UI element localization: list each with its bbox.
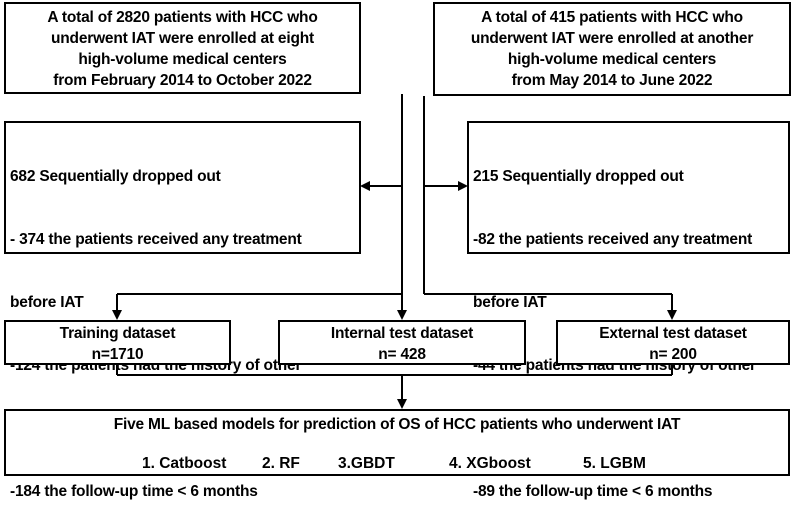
model-catboost: 1. Catboost (142, 455, 227, 472)
exclusion-right-line-1: 215 Sequentially dropped out (473, 168, 684, 185)
enrollment-left-line-2: underwent IAT were enrolled at eight (51, 30, 314, 47)
enrollment-box-left: A total of 2820 patients with HCC who un… (4, 2, 361, 94)
exclusion-left-line-1: 682 Sequentially dropped out (10, 168, 221, 185)
exclusion-left-line-6: -184 the follow-up time < 6 months (10, 483, 258, 500)
training-dataset-count: n=1710 (91, 346, 144, 363)
model-lgbm: 5. LGBM (583, 455, 646, 472)
external-test-dataset-box: External test dataset n= 200 (556, 320, 790, 365)
enrollment-right-line-2: underwent IAT were enrolled at another (470, 30, 754, 47)
enrollment-box-right: A total of 415 patients with HCC who und… (433, 2, 791, 96)
model-gbdt: 3.GBDT (338, 455, 395, 472)
enrollment-left-line-3: high-volume medical centers (78, 51, 287, 68)
enrollment-right-line-1: A total of 415 patients with HCC who (481, 9, 743, 26)
external-test-dataset-title: External test dataset (599, 325, 747, 342)
exclusion-right-line-3: before IAT (473, 294, 547, 311)
internal-test-dataset-count: n= 428 (378, 346, 426, 363)
exclusion-right-line-6: -89 the follow-up time < 6 months (473, 483, 713, 500)
enrollment-right-line-4: from May 2014 to June 2022 (511, 72, 713, 89)
enrollment-right-line-3: high-volume medical centers (507, 51, 717, 68)
exclusion-right-line-2: -82 the patients received any treatment (473, 231, 753, 248)
internal-test-dataset-box: Internal test dataset n= 428 (278, 320, 526, 365)
enrollment-left-line-1: A total of 2820 patients with HCC who (47, 9, 318, 26)
exclusion-box-left: 682 Sequentially dropped out - 374 the p… (4, 121, 361, 500)
models-title: Five ML based models for prediction of O… (113, 416, 681, 433)
internal-test-dataset-title: Internal test dataset (330, 325, 474, 342)
exclusion-box-right: 215 Sequentially dropped out -82 the pat… (467, 121, 790, 500)
enrollment-left-line-4: from February 2014 to October 2022 (53, 72, 312, 89)
exclusion-left-line-2: - 374 the patients received any treatmen… (10, 231, 302, 248)
model-rf: 2. RF (262, 455, 300, 472)
exclusion-left-line-3: before IAT (10, 294, 84, 311)
external-test-dataset-count: n= 200 (649, 346, 697, 363)
training-dataset-title: Training dataset (59, 325, 176, 342)
training-dataset-box: Training dataset n=1710 (4, 320, 231, 365)
flow-connectors (112, 94, 677, 409)
models-box: Five ML based models for prediction of O… (4, 409, 790, 476)
model-xgboost: 4. XGboost (449, 455, 531, 472)
